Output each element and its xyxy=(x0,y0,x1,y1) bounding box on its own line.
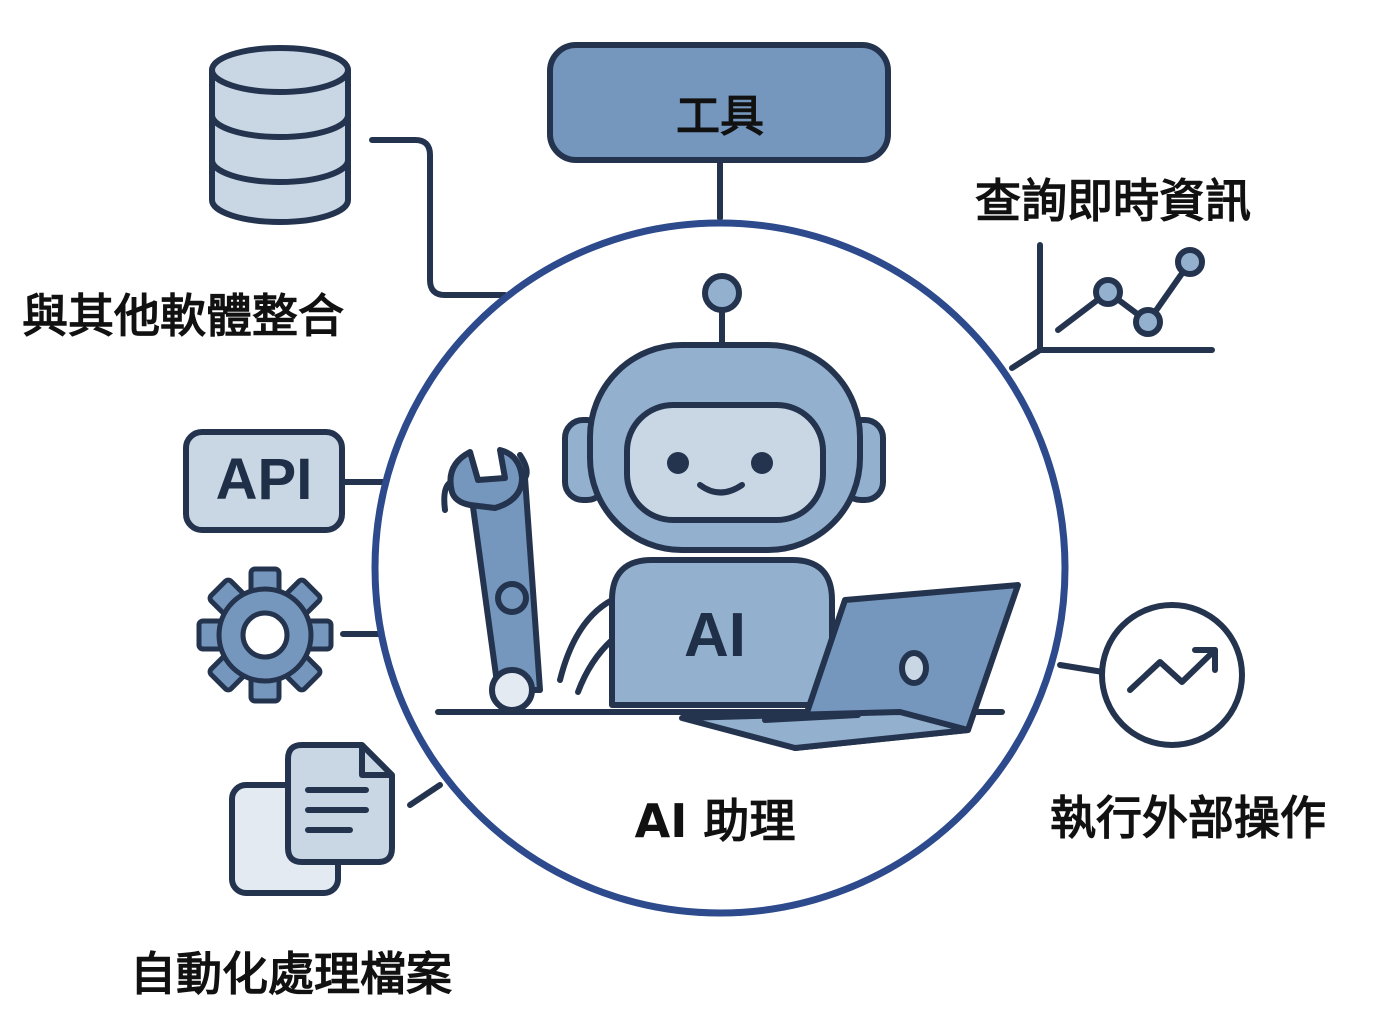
api-label: API xyxy=(215,447,313,512)
assistant-label: AI 助理 xyxy=(634,794,796,848)
connector-documents xyxy=(407,782,443,808)
realtime-label: 查詢即時資訊 xyxy=(975,174,1251,228)
connector-database xyxy=(369,137,508,298)
integrate-label: 與其他軟體整合 xyxy=(22,289,344,343)
connector-chart xyxy=(1009,347,1043,371)
line-chart-icon xyxy=(1037,242,1215,353)
gear-icon xyxy=(196,566,334,704)
robot-chest-label: AI xyxy=(684,601,746,670)
tools-box[interactable] xyxy=(547,42,891,163)
external-label: 執行外部操作 xyxy=(1050,791,1326,845)
trend-up-icon xyxy=(1099,602,1245,748)
files-label: 自動化處理檔案 xyxy=(130,947,452,1001)
api-badge-icon xyxy=(183,429,345,533)
robot-icon xyxy=(435,273,1005,715)
wrench-icon xyxy=(441,447,543,713)
laptop-icon xyxy=(679,582,1021,751)
tools-label: 工具 xyxy=(676,91,764,142)
documents-icon xyxy=(229,742,395,896)
database-icon xyxy=(209,45,351,225)
connector-trend xyxy=(1057,662,1106,675)
